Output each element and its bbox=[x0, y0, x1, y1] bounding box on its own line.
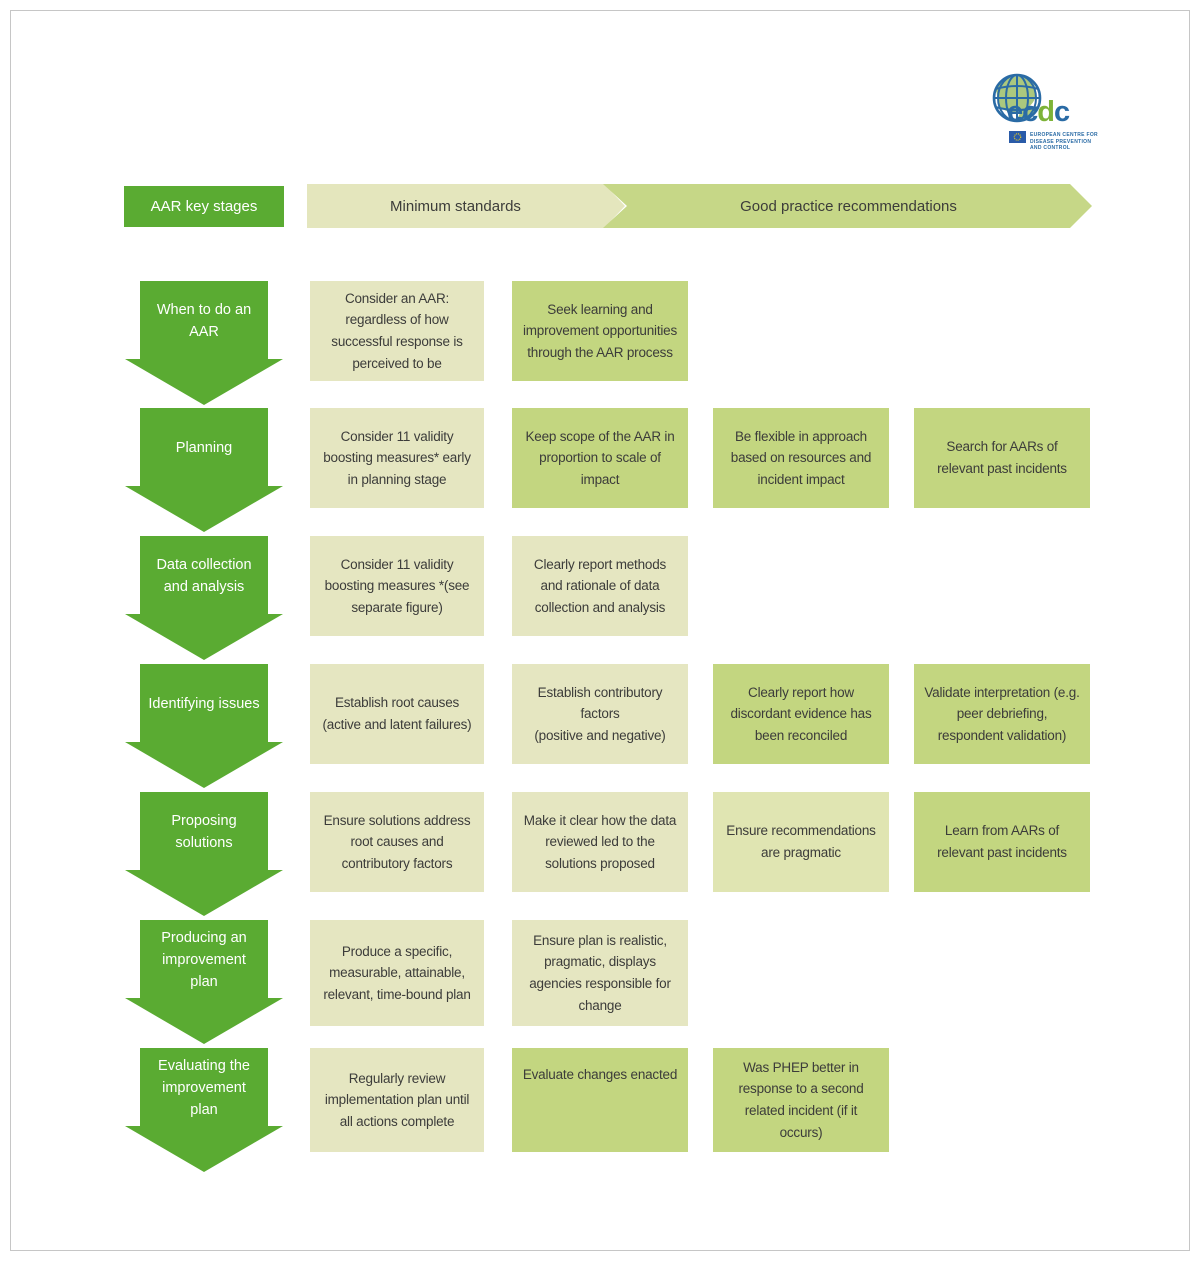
flow-box: Ensure solutions address root causes and… bbox=[310, 792, 484, 892]
flow-box: Ensure plan is realistic, pragmatic, dis… bbox=[512, 920, 688, 1026]
flow-box: Consider an AAR: regardless of how succe… bbox=[310, 281, 484, 381]
flow-box: Keep scope of the AAR in proportion to s… bbox=[512, 408, 688, 508]
flow-box: Ensure recommendations are pragmatic bbox=[713, 792, 889, 892]
flow-box: Search for AARs of relevant past inciden… bbox=[914, 408, 1090, 508]
flow-box: Validate interpretation (e.g. peer debri… bbox=[914, 664, 1090, 764]
flow-box: Be flexible in approach based on resourc… bbox=[713, 408, 889, 508]
header-aar-key-stages: AAR key stages bbox=[124, 186, 284, 227]
stage-arrow-identifying-issues: Identifying issues bbox=[125, 664, 283, 788]
flow-box: Regularly review implementation plan unt… bbox=[310, 1048, 484, 1152]
flow-box: Learn from AARs of relevant past inciden… bbox=[914, 792, 1090, 892]
ecdc-logo: ecdc EUROPEAN CENTRE FOR DISEASE PREVENT… bbox=[985, 60, 1115, 160]
globe-icon bbox=[992, 73, 1042, 123]
flow-box: Seek learning and improvement opportunit… bbox=[512, 281, 688, 381]
flow-box: Evaluate changes enacted bbox=[512, 1048, 688, 1152]
flow-box: Produce a specific, measurable, attainab… bbox=[310, 920, 484, 1026]
header-minimum-standards-arrow: Minimum standards bbox=[307, 184, 625, 228]
flow-box: Consider 11 validity boosting measures *… bbox=[310, 536, 484, 636]
header-good-practice-arrow: Good practice recommendations bbox=[603, 184, 1092, 228]
ecdc-caption: EUROPEAN CENTRE FOR DISEASE PREVENTION A… bbox=[1030, 132, 1098, 151]
stage-arrow-proposing-solutions: Proposing solutions bbox=[125, 792, 283, 916]
flow-box: Clearly report how discordant evidence h… bbox=[713, 664, 889, 764]
stage-arrow-when-to-do-an-aar: When to do an AAR bbox=[125, 281, 283, 405]
stage-arrow-evaluating-plan: Evaluating the improvement plan bbox=[125, 1048, 283, 1172]
ecdc-wordmark: ecdc bbox=[1007, 96, 1070, 128]
header-minimum-standards-label: Minimum standards bbox=[390, 197, 521, 215]
flow-box: Establish contributory factors (positive… bbox=[512, 664, 688, 764]
flow-box: Consider 11 validity boosting measures* … bbox=[310, 408, 484, 508]
flow-box: Make it clear how the data reviewed led … bbox=[512, 792, 688, 892]
stage-arrow-planning: Planning bbox=[125, 408, 283, 532]
flow-box: Establish root causes (active and latent… bbox=[310, 664, 484, 764]
header-aar-key-stages-label: AAR key stages bbox=[150, 198, 258, 215]
flow-box: Clearly report methods and rationale of … bbox=[512, 536, 688, 636]
eu-flag-icon bbox=[1009, 131, 1026, 143]
header-good-practice-label: Good practice recommendations bbox=[740, 197, 957, 215]
flow-box: Was PHEP better in response to a second … bbox=[713, 1048, 889, 1152]
stage-arrow-data-collection: Data collection and analysis bbox=[125, 536, 283, 660]
stage-arrow-producing-plan: Producing an improvement plan bbox=[125, 920, 283, 1044]
